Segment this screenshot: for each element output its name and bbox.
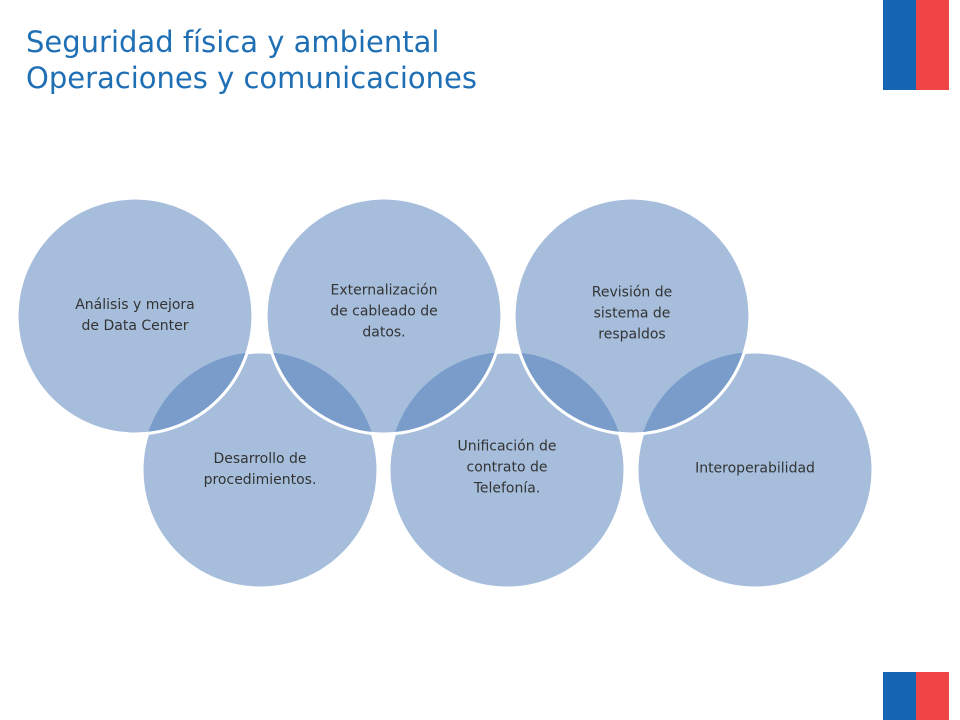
slide-title-line-2: Operaciones y comunicaciones (26, 61, 477, 95)
label-desarrollo: Desarrollo de procedimientos. (203, 451, 317, 488)
slide-title: Seguridad física y ambiental Operaciones… (26, 24, 477, 96)
label-externalizacion: Externalización de cableado de datos. (330, 282, 438, 341)
label-unificacion: Unificación de contrato de Telefonía. (457, 438, 557, 497)
overlap-externalizacion-unificacion (389, 352, 502, 434)
overlap-analisis-desarrollo (142, 352, 253, 434)
flag-decoration-top (883, 0, 949, 90)
outline-externalizacion (264, 196, 504, 436)
label-analisis: Análisis y mejora de Data Center (75, 297, 195, 334)
flag-decoration-bottom (883, 672, 949, 720)
flag-blue-stripe (883, 672, 916, 720)
label-revision: Revisión de sistema de respaldos (591, 284, 673, 343)
outline-analisis (15, 196, 255, 436)
flag-red-stripe (916, 672, 949, 720)
outline-revision (512, 196, 752, 436)
overlap-desarrollo-externalizacion (266, 352, 378, 434)
overlap-revision-interoperabilidad (637, 352, 750, 434)
flag-blue-stripe (883, 0, 916, 90)
slide-title-line-1: Seguridad física y ambiental (26, 25, 440, 59)
flag-red-stripe (916, 0, 949, 90)
label-interoperabilidad: Interoperabilidad (695, 460, 815, 477)
overlap-unificacion-revision (514, 352, 625, 434)
